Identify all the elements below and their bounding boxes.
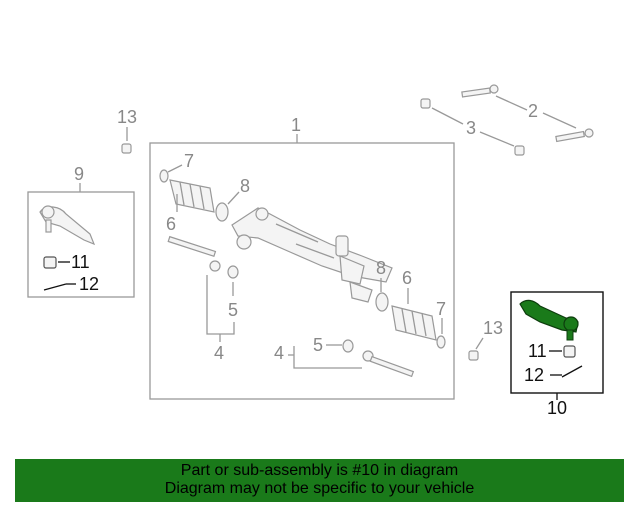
nut-11-right	[563, 345, 576, 358]
boot-6-right	[391, 305, 437, 341]
ring-8-left	[215, 202, 229, 222]
info-banner: Part or sub-assembly is #10 in diagram D…	[15, 459, 624, 502]
steering-rack-housing	[231, 207, 393, 303]
nut-lower	[514, 145, 525, 156]
callout-8-right: 8	[376, 258, 386, 278]
steering-gear-assembly-box	[149, 142, 455, 400]
nut-11-left	[43, 256, 57, 269]
cotter-pin-12-right	[561, 365, 583, 378]
callout-3: 3	[466, 118, 476, 138]
ring-8-right	[375, 292, 389, 312]
callout-13-left: 13	[117, 107, 137, 127]
callout-7-right: 7	[436, 299, 446, 319]
callout-9: 9	[74, 164, 84, 184]
callout-2: 2	[528, 101, 538, 121]
callout-7-left: 7	[184, 151, 194, 171]
callout-4-left: 4	[214, 343, 224, 363]
cotter-pin-12-left	[43, 283, 67, 291]
callout-5-left: 5	[228, 300, 238, 320]
callout-4-right: 4	[274, 343, 284, 363]
callout-6-right: 6	[402, 268, 412, 288]
tie-rod-4-right	[362, 350, 415, 378]
callout-1: 1	[291, 115, 301, 135]
nut-13-right	[468, 350, 479, 361]
callout-8-left: 8	[240, 176, 250, 196]
nut-5-right	[342, 339, 354, 353]
nut-5-left	[227, 265, 239, 279]
bolt-lower	[555, 128, 594, 143]
callout-5-right: 5	[313, 335, 323, 355]
tie-rod-end-left	[39, 205, 96, 246]
callout-12-left: 12	[79, 274, 99, 294]
clamp-7-left	[159, 169, 169, 183]
nut-13-left	[121, 143, 132, 154]
callout-6-left: 6	[166, 214, 176, 234]
callout-11-right: 11	[528, 341, 547, 361]
boot-6-left	[169, 179, 215, 213]
clamp-7-right	[436, 335, 446, 349]
callout-13-right: 13	[483, 318, 503, 338]
callout-11-left: 11	[71, 252, 90, 272]
nut-upper	[420, 98, 431, 109]
banner-line-1: Part or sub-assembly is #10 in diagram	[180, 462, 459, 479]
callout-12-right: 12	[524, 365, 544, 385]
tie-rod-4-left	[167, 235, 221, 272]
tie-rod-end-right-highlighted	[519, 299, 579, 341]
banner-line-2: Diagram may not be specific to your vehi…	[164, 480, 475, 497]
callout-10: 10	[547, 398, 567, 418]
bolt-upper	[461, 84, 499, 98]
tie-rod-end-box-left	[27, 191, 135, 298]
